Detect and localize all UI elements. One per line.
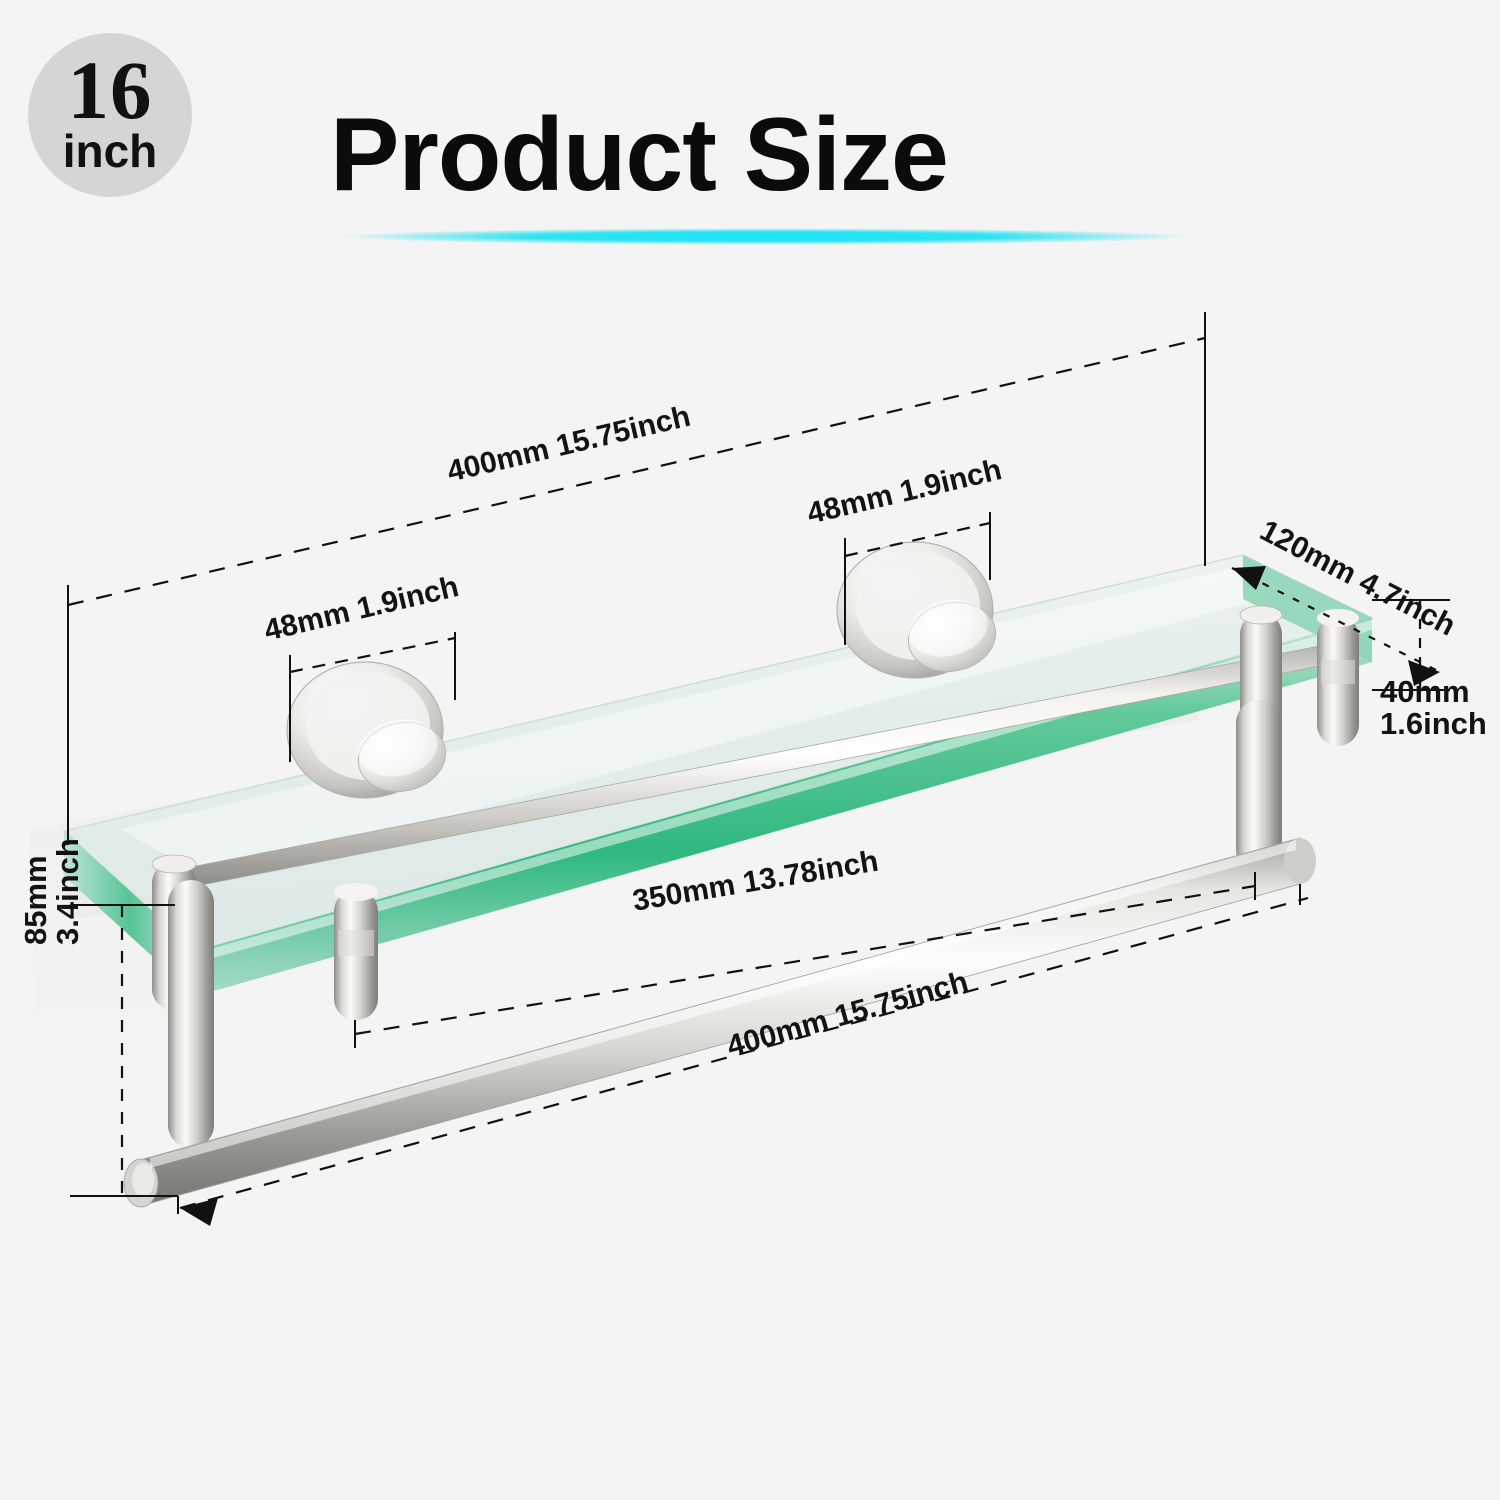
- mounting-bracket-right: [836, 541, 997, 679]
- rail-height-inch: 1.6inch: [1380, 705, 1487, 741]
- dimension-label-overall-height: 85mm 3.4inch: [18, 838, 85, 945]
- size-badge-unit: inch: [62, 125, 158, 178]
- dimension-label-rail-height: 40mm 1.6inch: [1380, 676, 1487, 739]
- dimension-lines: [67, 312, 1450, 1226]
- overall-height-inch: 3.4inch: [49, 838, 85, 945]
- size-badge-number: 16: [67, 43, 153, 136]
- size-badge: 16 inch: [28, 33, 192, 197]
- rail-height-mm: 40mm: [1380, 674, 1470, 709]
- overall-height-mm: 85mm: [18, 855, 53, 945]
- title-underline-accent: [338, 228, 1192, 245]
- mounting-bracket-left: [286, 661, 447, 799]
- page-title: Product Size: [330, 97, 949, 213]
- towel-bar: [123, 700, 1316, 1208]
